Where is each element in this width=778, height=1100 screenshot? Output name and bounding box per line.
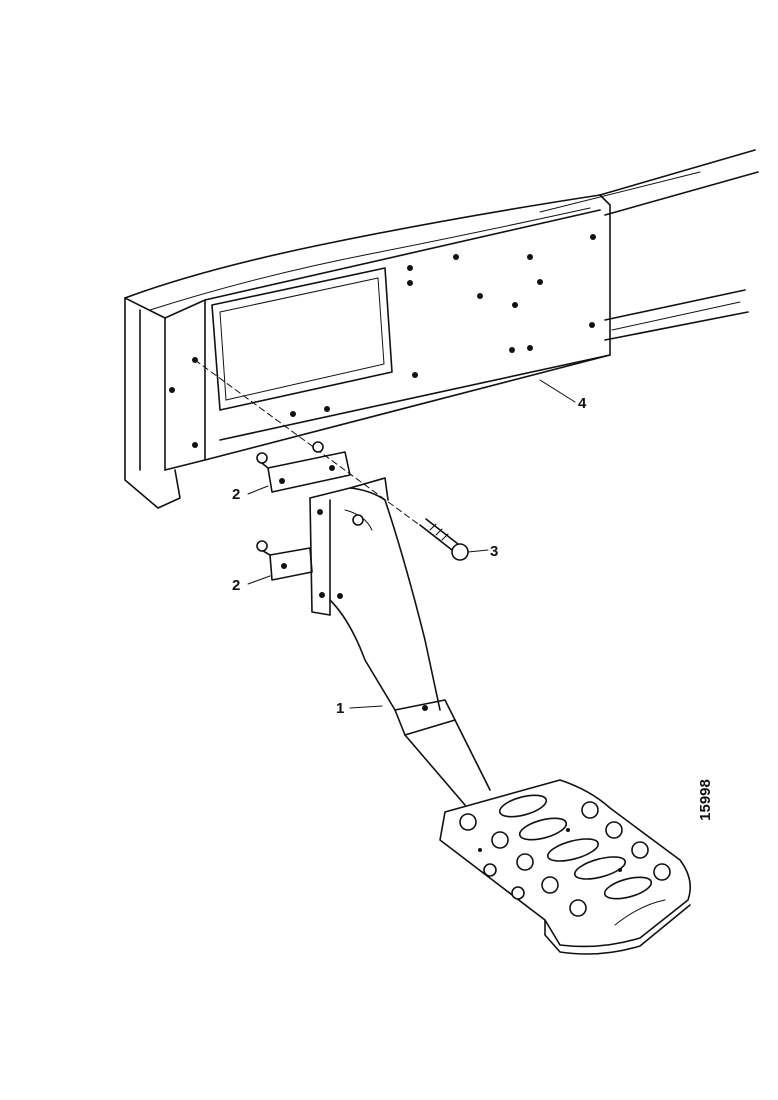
callout-4: 4 <box>578 395 587 412</box>
spacer-plate-upper <box>256 441 351 493</box>
frame-rail-lower <box>604 289 749 341</box>
callout-2-upper: 2 <box>232 486 240 503</box>
callout-2-lower: 2 <box>232 577 240 594</box>
callout-1: 1 <box>336 700 344 717</box>
leader-lines <box>247 379 576 709</box>
step-tread <box>439 779 691 955</box>
drawing-reference-number: 15998 <box>697 779 714 821</box>
crossmember-holes <box>169 234 596 448</box>
callout-3: 3 <box>490 543 498 560</box>
bumper-crossmember <box>124 194 611 509</box>
step-bracket <box>309 477 491 806</box>
bolt <box>419 518 469 561</box>
frame-rail-upper <box>539 149 759 216</box>
spacer-plate-lower <box>256 540 313 581</box>
